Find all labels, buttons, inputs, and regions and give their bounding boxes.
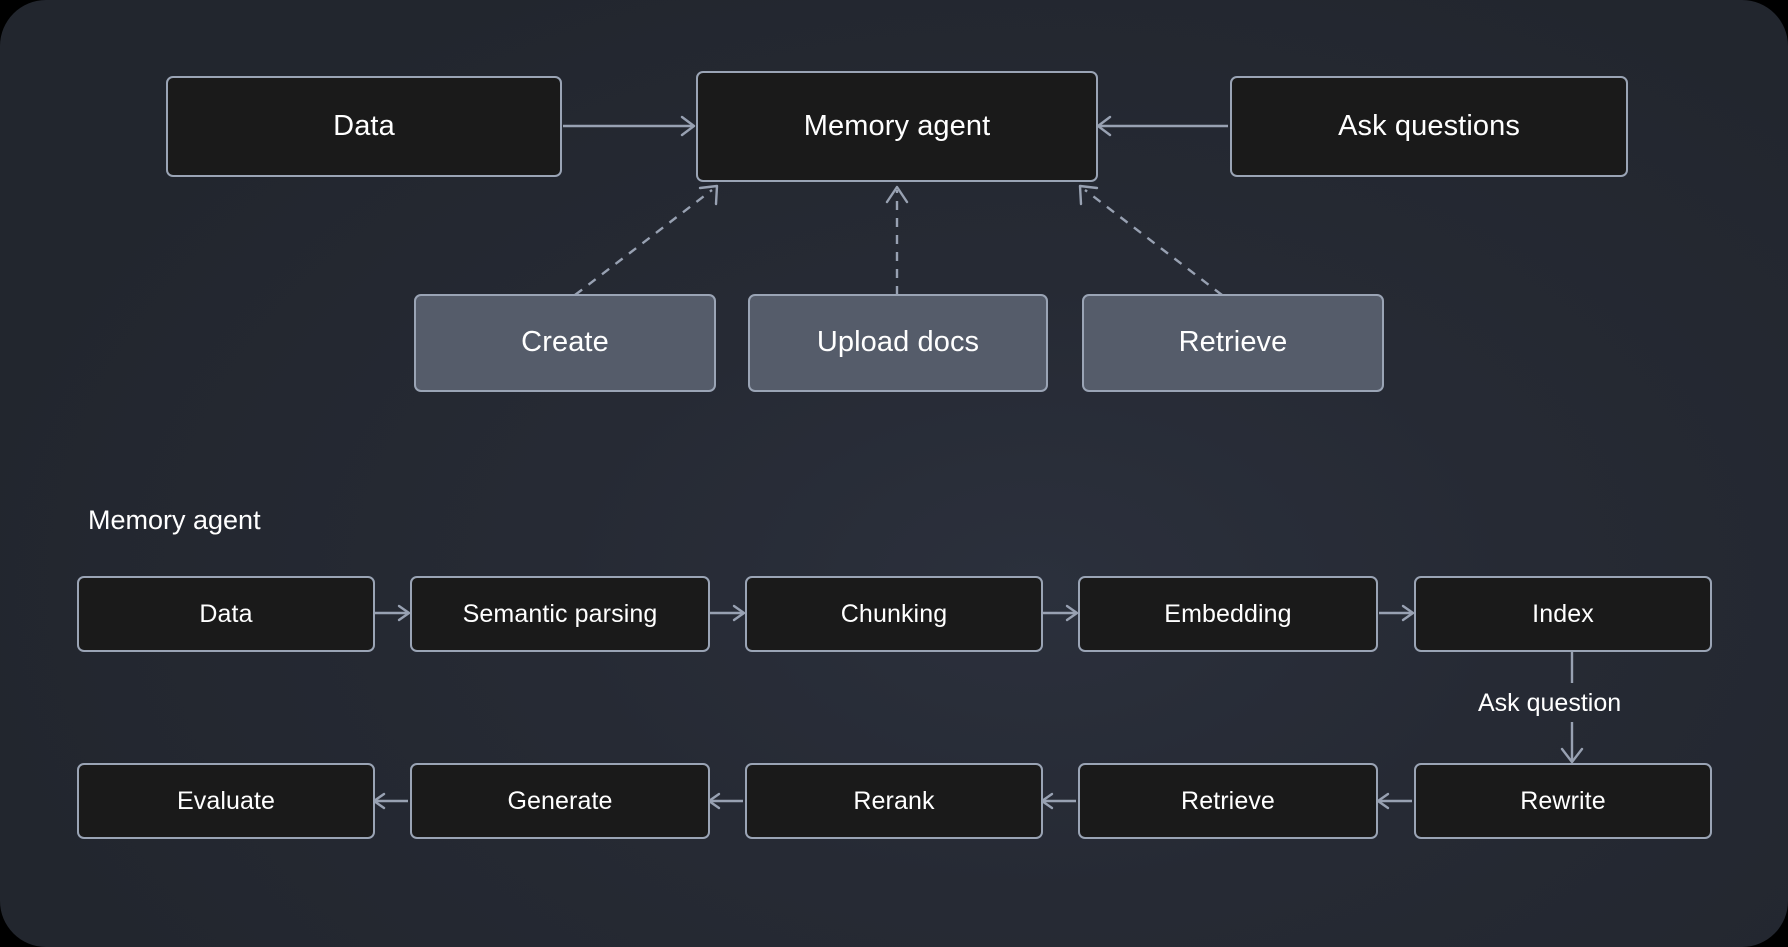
- arrowhead-generate-to-evaluate: [372, 792, 386, 810]
- arrowhead-chunking-to-embedding: [1065, 604, 1079, 622]
- arrowhead-data-to-memory-agent: [680, 115, 696, 137]
- arrowhead-data-to-semantic-parsing: [397, 604, 411, 622]
- arrowhead-create-to-memory-agent: [698, 184, 719, 206]
- arrowhead-upload-docs-to-memory-agent: [885, 185, 909, 204]
- node-pipeline-index[interactable]: Index: [1414, 576, 1712, 652]
- arrowhead-rerank-to-generate: [707, 792, 721, 810]
- node-pipeline-chunking[interactable]: Chunking: [745, 576, 1043, 652]
- arrowhead-ask-questions-to-memory-agent: [1096, 115, 1112, 137]
- node-action-retrieve[interactable]: Retrieve: [1082, 294, 1384, 392]
- arrowhead-ask-question-to-rewrite: [1560, 747, 1584, 764]
- node-action-upload-docs[interactable]: Upload docs: [748, 294, 1048, 392]
- node-action-create[interactable]: Create: [414, 294, 716, 392]
- arrowhead-semantic-parsing-to-chunking: [732, 604, 746, 622]
- arrowhead-retrieve-to-memory-agent: [1078, 184, 1099, 206]
- node-pipeline-rerank[interactable]: Rerank: [745, 763, 1043, 839]
- arrow-retrieve-to-memory-agent: [1084, 189, 1223, 296]
- node-data-source[interactable]: Data: [166, 76, 562, 177]
- arrowhead-embedding-to-index: [1401, 604, 1415, 622]
- node-pipeline-rewrite[interactable]: Rewrite: [1414, 763, 1712, 839]
- arrowhead-rewrite-to-retrieve: [1376, 792, 1390, 810]
- node-pipeline-embedding[interactable]: Embedding: [1078, 576, 1378, 652]
- label-ask-question: Ask question: [1478, 689, 1622, 717]
- node-memory-agent[interactable]: Memory agent: [696, 71, 1098, 182]
- node-ask-questions[interactable]: Ask questions: [1230, 76, 1628, 177]
- arrow-create-to-memory-agent: [574, 189, 713, 296]
- node-pipeline-data[interactable]: Data: [77, 576, 375, 652]
- node-pipeline-generate[interactable]: Generate: [410, 763, 710, 839]
- node-pipeline-retrieve[interactable]: Retrieve: [1078, 763, 1378, 839]
- node-pipeline-semantic-parsing[interactable]: Semantic parsing: [410, 576, 710, 652]
- section-title-memory-agent: Memory agent: [88, 505, 261, 535]
- arrowhead-retrieve-to-rerank: [1040, 792, 1054, 810]
- node-pipeline-evaluate[interactable]: Evaluate: [77, 763, 375, 839]
